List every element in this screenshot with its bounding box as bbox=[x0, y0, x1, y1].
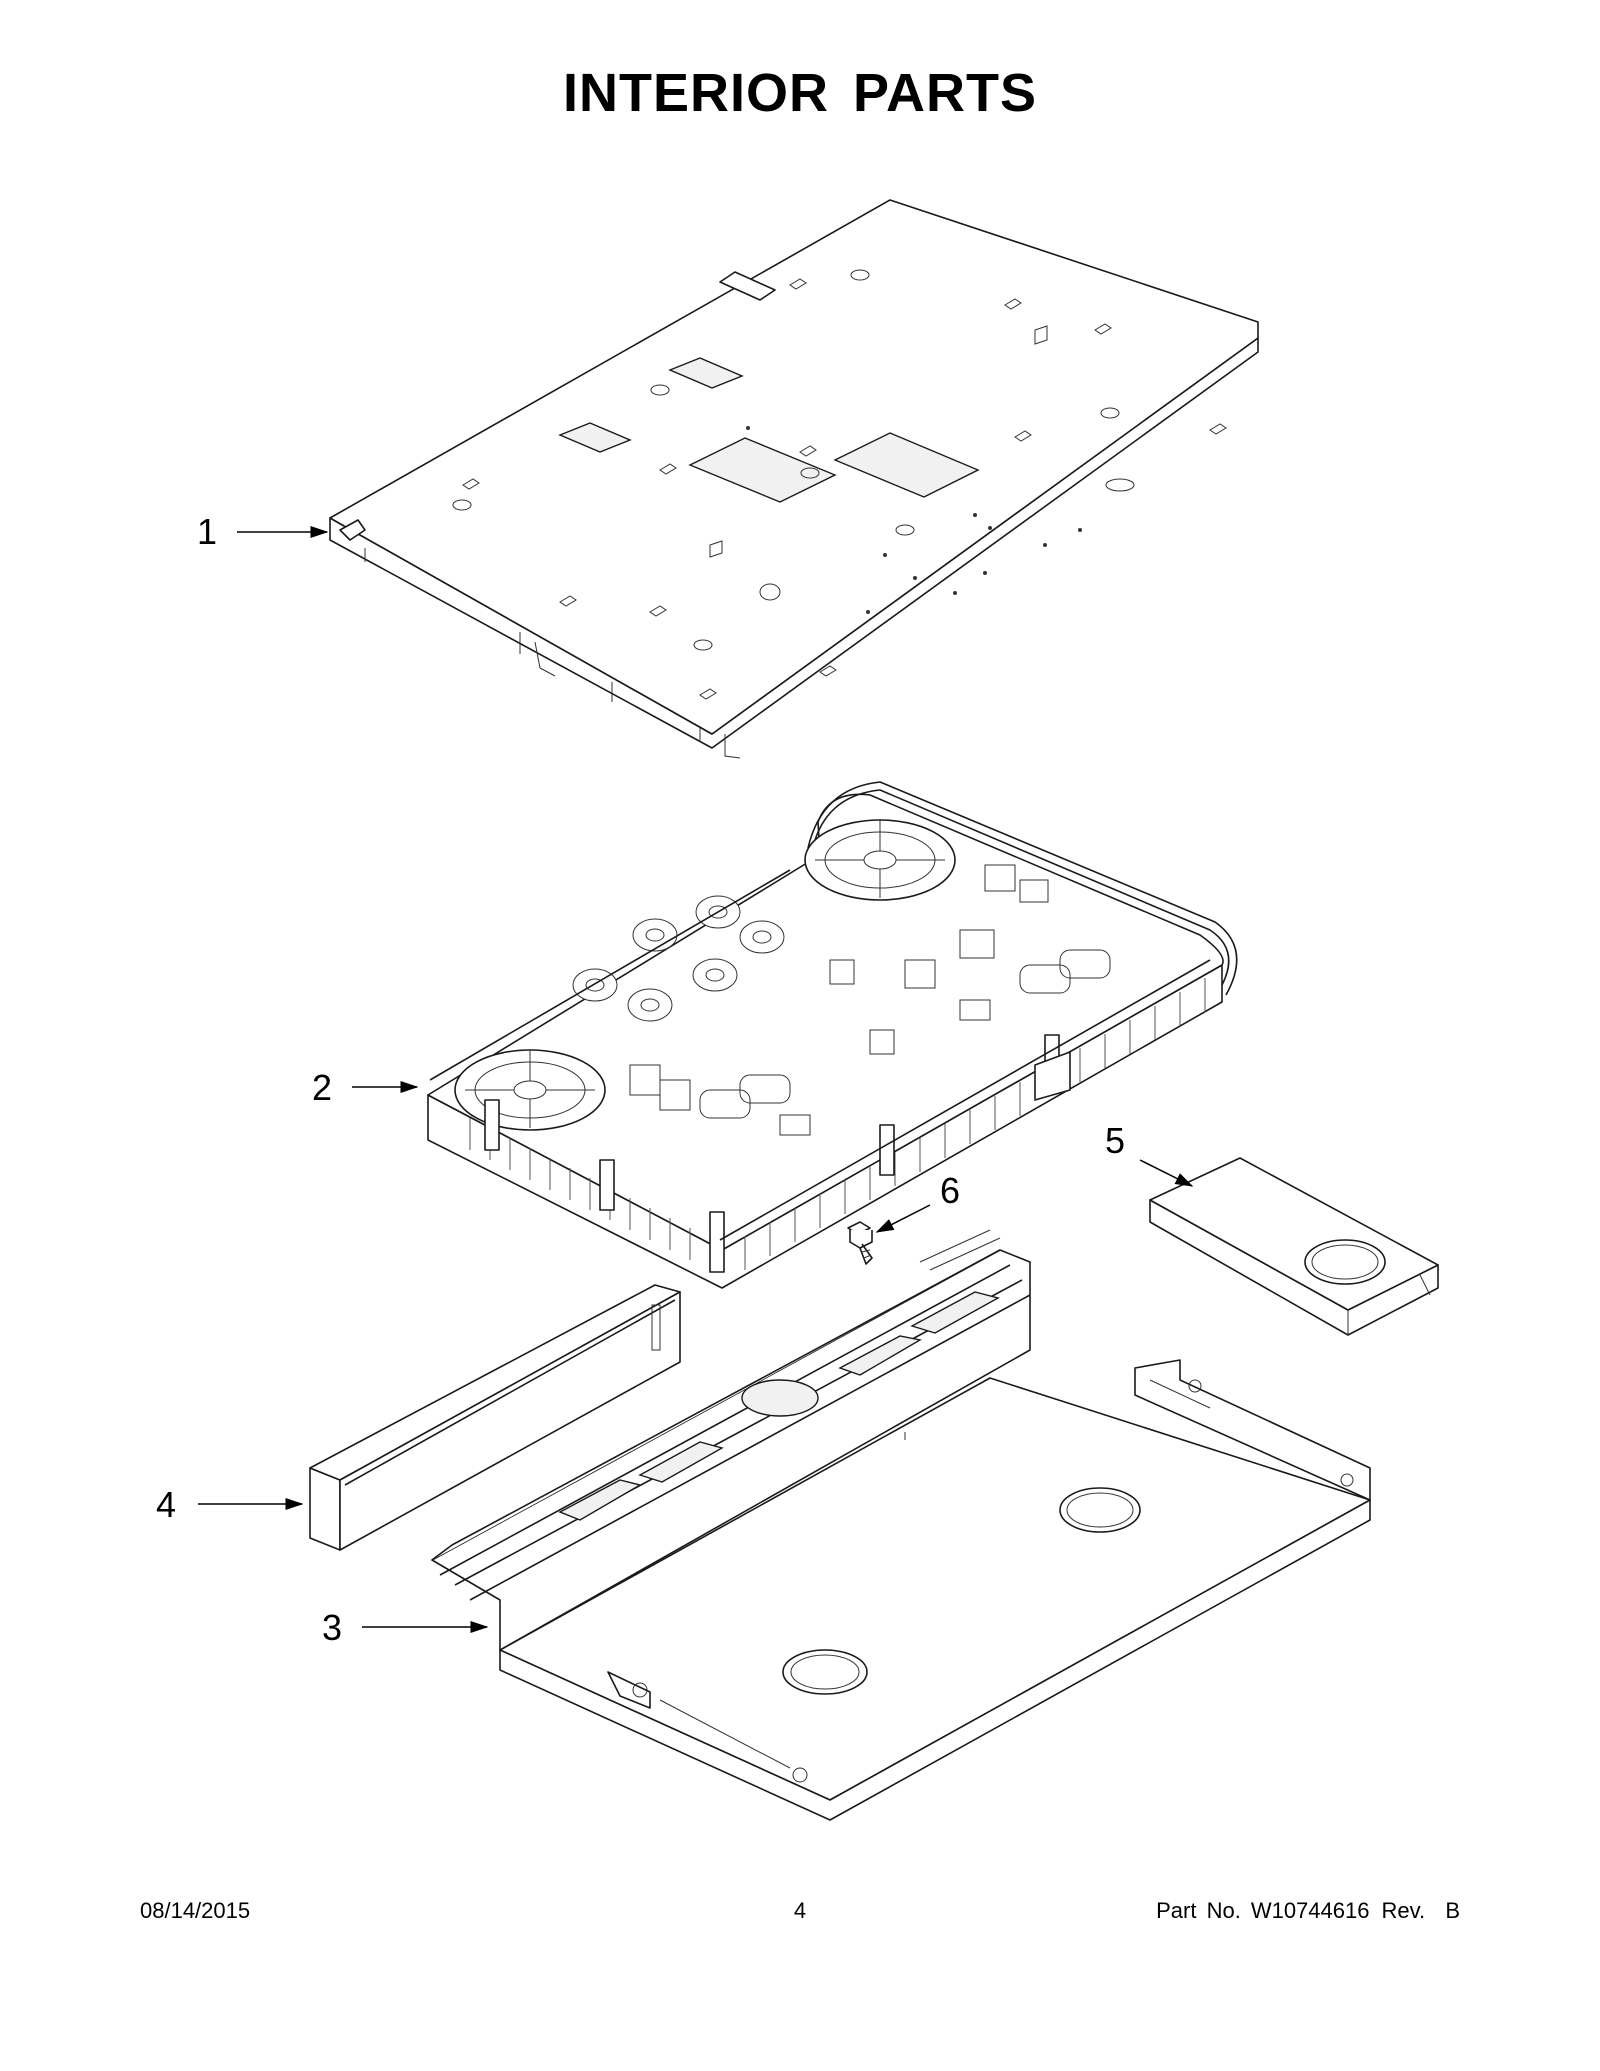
callout-label-1: 1 bbox=[197, 511, 217, 552]
callout-3: 3 bbox=[322, 1607, 489, 1648]
part-no-label: Part No. bbox=[1156, 1898, 1241, 1923]
rev-value: B bbox=[1445, 1898, 1460, 1923]
callout-label-6: 6 bbox=[940, 1170, 960, 1211]
rev-label: Rev. bbox=[1381, 1898, 1426, 1923]
callout-arrow-6 bbox=[875, 1204, 931, 1233]
callout-label-5: 5 bbox=[1105, 1120, 1125, 1161]
callout-label-4: 4 bbox=[156, 1484, 176, 1525]
callout-4: 4 bbox=[156, 1484, 304, 1525]
callout-5: 5 bbox=[1105, 1120, 1194, 1187]
part-no-value: W10744616 bbox=[1250, 1898, 1370, 1923]
callout-arrow-5 bbox=[1139, 1159, 1194, 1187]
footer-page-number: 4 bbox=[793, 1898, 807, 1923]
footer-date: 08/14/2015 bbox=[140, 1898, 251, 1923]
part-3-bottom-tray bbox=[431, 1229, 1371, 1821]
page-title: INTERIOR PARTS bbox=[562, 63, 1037, 123]
part-1-top-plate bbox=[329, 199, 1259, 759]
callout-label-3: 3 bbox=[322, 1607, 342, 1648]
callout-2: 2 bbox=[312, 1067, 419, 1108]
callout-6: 6 bbox=[875, 1170, 960, 1233]
part-4-side-channel bbox=[309, 1284, 681, 1551]
part-6-screw bbox=[847, 1221, 873, 1265]
callout-label-2: 2 bbox=[312, 1067, 332, 1108]
callout-1: 1 bbox=[197, 511, 329, 552]
part-5-fan-cover bbox=[1149, 1157, 1439, 1336]
footer-part-number: Part No. W10744616 Rev. B bbox=[1156, 1898, 1460, 1924]
part-2-generator-assembly bbox=[427, 781, 1238, 1289]
